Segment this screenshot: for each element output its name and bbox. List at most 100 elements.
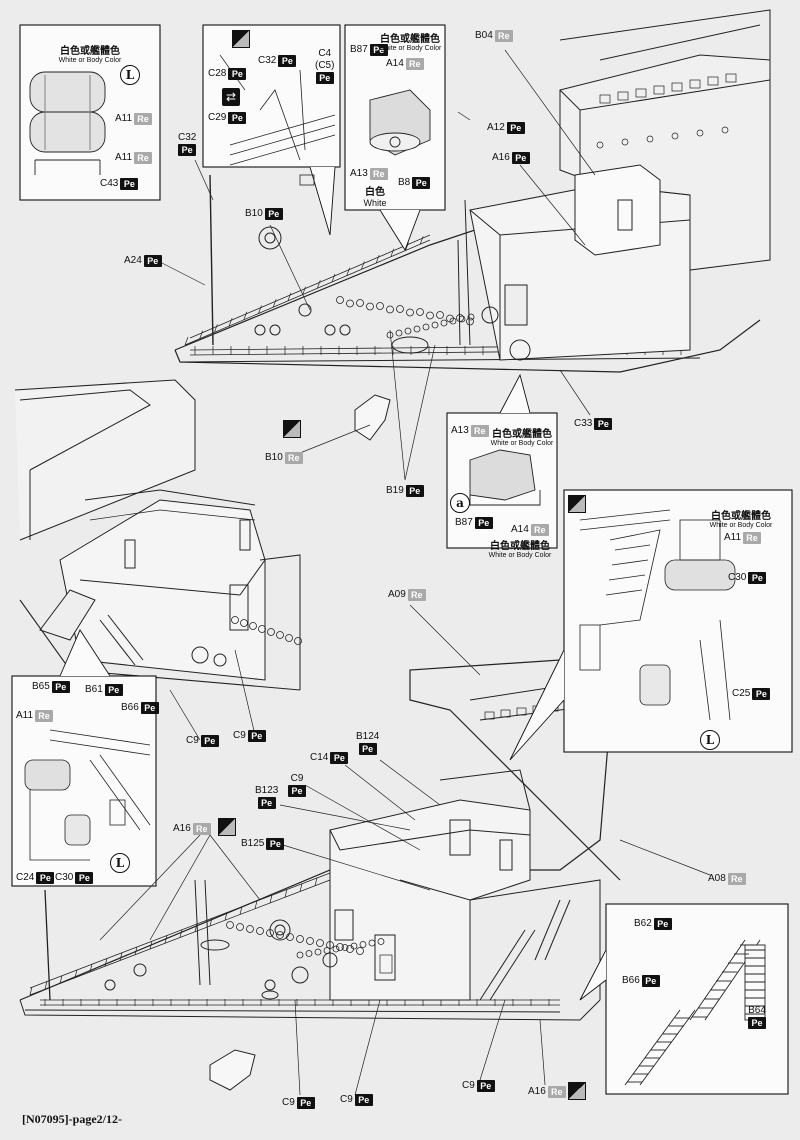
part-code: A11 <box>724 532 742 543</box>
material-badge: Pe <box>228 68 247 80</box>
material-badge: Pe <box>75 872 94 884</box>
material-badge: Pe <box>330 752 349 764</box>
leader-lines <box>99 49 711 1096</box>
part-code: C4 (C5) <box>315 48 335 71</box>
part-code: C33 <box>574 418 593 429</box>
material-badge: Pe <box>278 55 297 67</box>
color-swatch-mid <box>283 420 301 438</box>
material-badge: Pe <box>354 1094 373 1106</box>
material-badge: Pe <box>257 797 276 809</box>
part-code: A09 <box>388 589 406 600</box>
material-badge: Re <box>284 452 303 464</box>
part-code: A14 <box>386 58 404 69</box>
inset1-raft-rack <box>29 71 106 175</box>
callout-wedges <box>59 166 607 1001</box>
material-badge: Pe <box>476 1080 495 1092</box>
part-code: B65 <box>32 681 50 692</box>
material-badge: Pe <box>36 872 55 884</box>
middle-left-section <box>14 379 302 691</box>
material-badge: Pe <box>405 485 424 497</box>
material-badge: Re <box>530 524 549 536</box>
material-badge: Re <box>547 1086 566 1098</box>
material-badge: Re <box>192 823 211 835</box>
part-code: A11 <box>115 113 133 124</box>
tag-L-inset5: L <box>700 730 720 750</box>
material-badge: Re <box>369 168 388 180</box>
material-badge: Pe <box>178 144 197 156</box>
part-code: B04 <box>475 30 493 41</box>
part-code: B66 <box>622 975 640 986</box>
part-code: A13 <box>350 168 368 179</box>
material-badge: Re <box>134 152 153 164</box>
part-code: A08 <box>708 873 726 884</box>
material-badge: Re <box>727 873 746 885</box>
tag-a-inset4: a <box>450 493 470 513</box>
material-badge: Pe <box>120 178 139 190</box>
part-code: B125 <box>241 838 265 849</box>
material-badge: Pe <box>594 418 613 430</box>
part-code: A14 <box>511 524 529 535</box>
color-swatch-a16 <box>218 818 236 836</box>
part-code: C25 <box>732 688 751 699</box>
color-swatch-inset5 <box>568 495 586 513</box>
note-white-inset3: 白色 White <box>363 187 387 208</box>
material-badge: Pe <box>266 838 285 850</box>
top-bow-section <box>174 9 771 441</box>
part-code: C30 <box>55 872 74 883</box>
part-code: A13 <box>451 425 469 436</box>
material-badge: Re <box>494 30 513 42</box>
part-code: C28 <box>208 68 227 79</box>
material-badge: Pe <box>748 1017 766 1029</box>
color-swatch-inset2 <box>232 30 250 48</box>
part-code: C29 <box>208 112 227 123</box>
part-label-inset2-c4: C4 (C5)Pe <box>315 48 334 84</box>
part-code: C32 <box>258 55 277 66</box>
part-code: A16 <box>173 823 191 834</box>
part-code: B123 <box>255 785 279 796</box>
part-code: B62 <box>634 918 652 929</box>
part-code: C14 <box>310 752 329 763</box>
color-swatch-bottom <box>568 1082 586 1100</box>
material-badge: Pe <box>748 572 767 584</box>
part-code: C9 <box>290 773 304 784</box>
part-code: C9 <box>462 1080 475 1091</box>
note-white-or-body-inset4-bot: 白色或艦體色 White or Body Color <box>488 541 552 559</box>
inset5-raft-ladder <box>579 509 736 721</box>
part-code: A11 <box>16 710 34 721</box>
material-badge: Pe <box>264 208 283 220</box>
material-badge: Re <box>407 589 426 601</box>
note-white-or-body-inset4-top: 白色或艦體色 White or Body Color <box>490 429 554 447</box>
part-code: A11 <box>115 152 133 163</box>
material-badge: Re <box>470 425 489 437</box>
material-badge: Pe <box>506 122 525 134</box>
inset6-raft-ladder <box>24 729 151 861</box>
material-badge: Pe <box>474 517 493 529</box>
material-badge: Pe <box>752 688 771 700</box>
part-code: B8 <box>398 177 411 188</box>
